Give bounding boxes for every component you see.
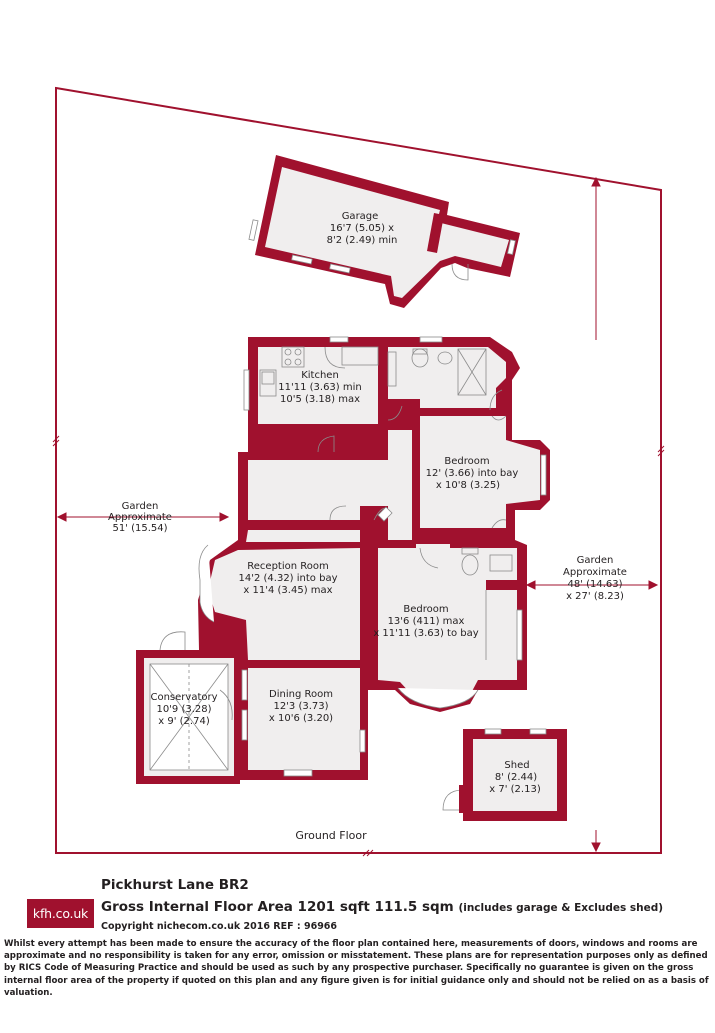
reception-dim2: x 11'4 (3.45) max [243,585,332,596]
dining-name: Dining Room [269,689,333,700]
room-labels: Garage 16'7 (5.05) x 8'2 (2.49) min Kitc… [108,211,627,842]
hall-doors [317,405,403,522]
floor-plan: Garage 16'7 (5.05) x 8'2 (2.49) min Kitc… [52,86,665,857]
floor-area: Gross Internal Floor Area 1201 sqft 111.… [101,899,663,915]
disclaimer: Whilst every attempt has been made to en… [4,939,709,998]
copyright: Copyright nichecom.co.uk 2016 REF : 9696… [101,921,338,932]
garden-left-line1: Garden [122,501,159,512]
garden-left-line2: Approximate [108,512,172,523]
dining-window [283,769,313,777]
garden-left-line3: 51' (15.54) [112,523,167,534]
bedroom1-details [491,415,547,529]
bedroom1-dim1: 12' (3.66) into bay [426,468,519,479]
kitchen-fixtures [243,336,379,411]
kitchen-dim2: 10'5 (3.18) max [280,394,360,405]
garden-right-line1: Garden [577,555,614,566]
conservatory-name: Conservatory [150,692,217,703]
garage-dim2: 8'2 (2.49) min [327,235,398,246]
reception-dim1: 14'2 (4.32) into bay [239,573,338,584]
bedroom2-dim2: x 11'11 (3.63) to bay [373,628,478,639]
floor-area-text: Gross Internal Floor Area 1201 sqft 111.… [101,899,454,915]
floor-label: Ground Floor [295,829,367,842]
shed-name: Shed [504,760,529,771]
bathroom-fixtures [387,336,503,411]
floor-area-note: (includes garage & Excludes shed) [458,902,664,914]
dining-dim1: 12'3 (3.73) [273,701,328,712]
dining-side-window [359,729,366,753]
plot-boundary [55,86,662,854]
dimension-arrows [56,176,659,853]
property-address: Pickhurst Lane BR2 [101,877,249,893]
bedroom1-dim2: x 10'8 (3.25) [436,480,500,491]
conservatory [136,631,240,784]
kitchen-dim1: 11'11 (3.63) min [278,382,361,393]
bedroom2-details [397,547,523,709]
garden-right-line2: Approximate [563,567,627,578]
house-walls [198,337,550,780]
shed-dim1: 8' (2.44) [495,772,537,783]
kitchen-name: Kitchen [301,370,339,381]
conservatory-dim2: x 9' (2.74) [158,716,210,727]
conservatory-dim1: 10'9 (3.28) [156,704,211,715]
garage-dim1: 16'7 (5.05) x [330,223,394,234]
garage-name: Garage [342,211,379,222]
garage [248,155,520,308]
reception-name: Reception Room [247,561,328,572]
shed [442,728,567,821]
reception-bay [198,544,248,741]
bedroom2-name: Bedroom [403,604,448,615]
bedroom2-dim1: 13'6 (411) max [388,616,465,627]
kfh-logo[interactable]: kfh.co.uk [27,899,94,928]
garage-windows [248,219,516,274]
boundary-ticks [52,435,665,857]
bedroom1-name: Bedroom [444,456,489,467]
garden-right-line3: 48' (14.63) [567,579,622,590]
shed-dim2: x 7' (2.13) [489,784,541,795]
garden-right-line4: x 27' (8.23) [566,591,624,602]
dining-dim2: x 10'6 (3.20) [269,713,333,724]
